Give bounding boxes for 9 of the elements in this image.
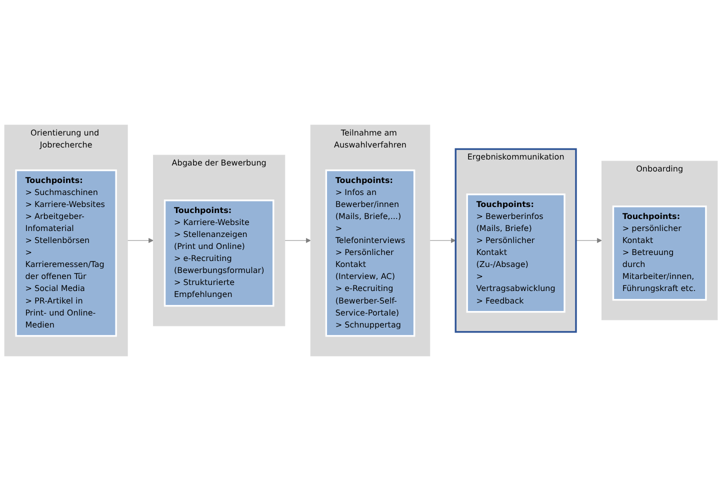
node-box: Touchpoints: > Bewerberinfos (Mails, Briefe) > Persönlicher Kontakt (Zu-/Absage) > Vertragsabwicklung > Feedback — [466, 194, 566, 313]
arrow — [576, 238, 602, 244]
node-box: Touchpoints: > persönlicher Kontakt > Betreuung durch Mitarbeiter/innen, Führungskraft etc. — [612, 206, 707, 301]
arrow — [430, 238, 456, 244]
node-box: Touchpoints: > Infos an Bewerber/innen (Mails, Briefe,...) > Telefoninterviews > Persönlicher Kontakt (Interview, AC) > e-Recruiting (Bewerber-Self-Service-Portale) > Schnuppertag — [325, 169, 416, 337]
arrow — [127, 238, 154, 244]
arrow — [284, 238, 311, 244]
node-box: Touchpoints: > Suchmaschinen > Karriere-Websites > Arbeitgeber-Infomaterial > Stellenbörsen > Karrieremessen/Tag der offenen Tür > Social Media > PR-Artikel in Print- und Online-Medien — [15, 169, 117, 337]
node-box: Touchpoints: > Karriere-Website > Stellenanzeigen (Print und Online) > e-Recruiting (Bewerbungsformular) > Strukturierte Empfehlungen — [164, 200, 274, 307]
